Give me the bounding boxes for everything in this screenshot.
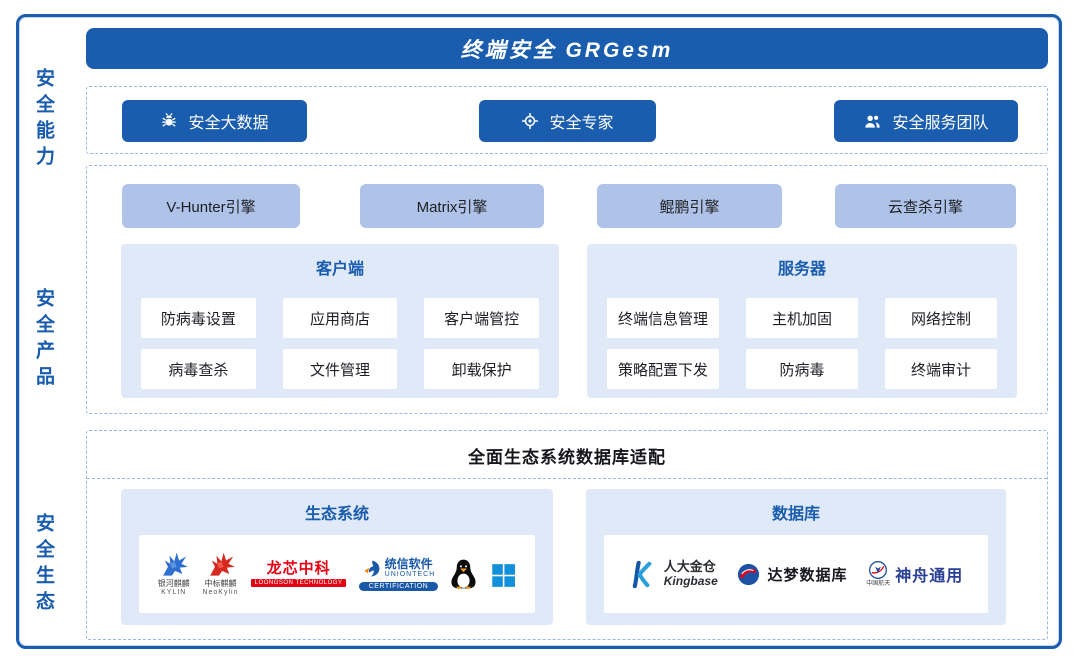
shentong-logo: 中国航天 神舟通用: [866, 560, 963, 588]
client-feature: 卸载保护: [424, 349, 539, 389]
uniontech-sublabel: UNIONTECH: [384, 570, 436, 578]
uniontech-certification-badge: CERTIFICATION: [358, 581, 439, 591]
uniontech-logo: 统信软件 UNIONTECH CERTIFICATION: [358, 556, 439, 591]
sidebar-label-security-ecosystem: 安全生态: [33, 513, 54, 617]
shentong-label: 神舟通用: [895, 568, 964, 585]
uniontech-label: 统信软件: [384, 556, 433, 571]
sidebar-label-security-products: 安全产品: [33, 288, 54, 392]
service-team-button[interactable]: 安全服务团队: [834, 100, 1018, 142]
kylin-logo: 银河麒麟 KYLIN: [157, 551, 190, 597]
sidebar-label-security-capability: 安全能力: [33, 68, 54, 172]
title-bar: 终端安全 GRGesm: [86, 28, 1048, 69]
client-feature: 病毒查杀: [141, 349, 256, 389]
uniontech-mark-icon: [364, 560, 380, 576]
security-ecosystem-section: 全面生态系统数据库适配 生态系统 银河麒麟 KYLIN: [86, 430, 1048, 640]
ecosystem-panel: 生态系统 银河麒麟 KYLIN 中标麒麟 NeoKyli: [121, 489, 553, 625]
security-expert-label: 安全专家: [549, 115, 614, 132]
kingbase-mark-icon: [632, 560, 652, 588]
client-feature: 防病毒设置: [141, 298, 256, 338]
loongson-label: 龙芯中科: [266, 560, 331, 577]
security-expert-button[interactable]: 安全专家: [479, 100, 656, 142]
security-products-section: V-Hunter引擎 Matrix引擎 鲲鹏引擎 云查杀引擎 客户端 防病毒设置…: [86, 165, 1048, 414]
neokylin-logo: 中标麒麟 NeoKylin: [202, 551, 238, 597]
server-feature: 主机加固: [746, 298, 858, 338]
client-panel: 客户端 防病毒设置 应用商店 客户端管控 病毒查杀 文件管理 卸载保护: [121, 244, 559, 398]
kylin-label: 银河麒麟: [157, 579, 190, 588]
kylin-sublabel: KYLIN: [161, 589, 187, 596]
loongson-logo: 龙芯中科 LOONGSON TECHNOLOGY: [250, 560, 347, 587]
ecosystem-section-title: 全面生态系统数据库适配: [468, 448, 666, 467]
server-panel: 服务器 终端信息管理 主机加固 网络控制 策略配置下发 防病毒 终端审计: [587, 244, 1017, 398]
linux-tux-icon: [451, 559, 477, 590]
engine-chip-matrix: Matrix引擎: [360, 184, 544, 228]
dameng-label: 达梦数据库: [767, 566, 848, 584]
shentong-sublabel: 中国航天: [866, 581, 891, 587]
database-logo-strip: 人大金仓 Kingbase 达梦数据库: [604, 535, 988, 613]
client-panel-title: 客户端: [315, 261, 364, 278]
engine-chip-vhunter: V-Hunter引擎: [122, 184, 300, 228]
engine-chip-kunpeng: 鲲鹏引擎: [597, 184, 782, 228]
dameng-logo: 达梦数据库: [736, 562, 847, 587]
database-panel: 数据库 人大金仓 Kingbase: [586, 489, 1006, 625]
dashed-divider: [87, 478, 1047, 479]
server-feature: 防病毒: [746, 349, 858, 389]
client-feature: 客户端管控: [424, 298, 539, 338]
security-capability-section: 安全大数据 安全专家 安全服务团队: [86, 86, 1048, 154]
dameng-mark-icon: [738, 563, 760, 585]
loongson-sublabel: LOONGSON TECHNOLOGY: [250, 579, 347, 587]
big-data-label: 安全大数据: [188, 115, 269, 132]
windows-icon: [491, 563, 515, 587]
client-feature: 文件管理: [282, 349, 398, 389]
bug-icon: [160, 112, 178, 130]
server-feature: 终端审计: [885, 349, 997, 389]
page-title: 终端安全 GRGesm: [460, 38, 674, 62]
neokylin-horse-icon: [210, 552, 235, 576]
big-data-button[interactable]: 安全大数据: [122, 100, 307, 142]
client-feature-grid: 防病毒设置 应用商店 客户端管控 病毒查杀 文件管理 卸载保护: [141, 298, 539, 389]
casc-emblem-icon: [869, 561, 888, 579]
server-feature: 终端信息管理: [607, 298, 719, 338]
server-panel-title: 服务器: [777, 261, 826, 278]
neokylin-label: 中标麒麟: [204, 579, 237, 588]
client-feature: 应用商店: [282, 298, 398, 338]
server-feature: 网络控制: [885, 298, 997, 338]
outer-frame: [16, 14, 1062, 649]
database-panel-title: 数据库: [771, 506, 820, 523]
engine-chip-cloudscan: 云查杀引擎: [835, 184, 1016, 228]
server-feature-grid: 终端信息管理 主机加固 网络控制 策略配置下发 防病毒 终端审计: [607, 298, 997, 389]
ecosystem-panel-title: 生态系统: [304, 506, 369, 523]
neokylin-sublabel: NeoKylin: [202, 589, 239, 596]
service-team-label: 安全服务团队: [892, 115, 989, 132]
target-icon: [521, 112, 539, 130]
windows-logo: [490, 561, 517, 588]
ecosystem-logo-strip: 银河麒麟 KYLIN 中标麒麟 NeoKylin 龙芯中科 LOONGSON T…: [139, 535, 535, 613]
kylin-horse-icon: [163, 552, 189, 576]
kingbase-label: 人大金仓: [663, 559, 716, 574]
server-feature: 策略配置下发: [607, 349, 719, 389]
team-icon: [863, 112, 882, 131]
kingbase-logo: 人大金仓 Kingbase: [629, 560, 718, 589]
kingbase-sublabel: Kingbase: [663, 574, 718, 588]
linux-tux-logo: [450, 558, 477, 590]
